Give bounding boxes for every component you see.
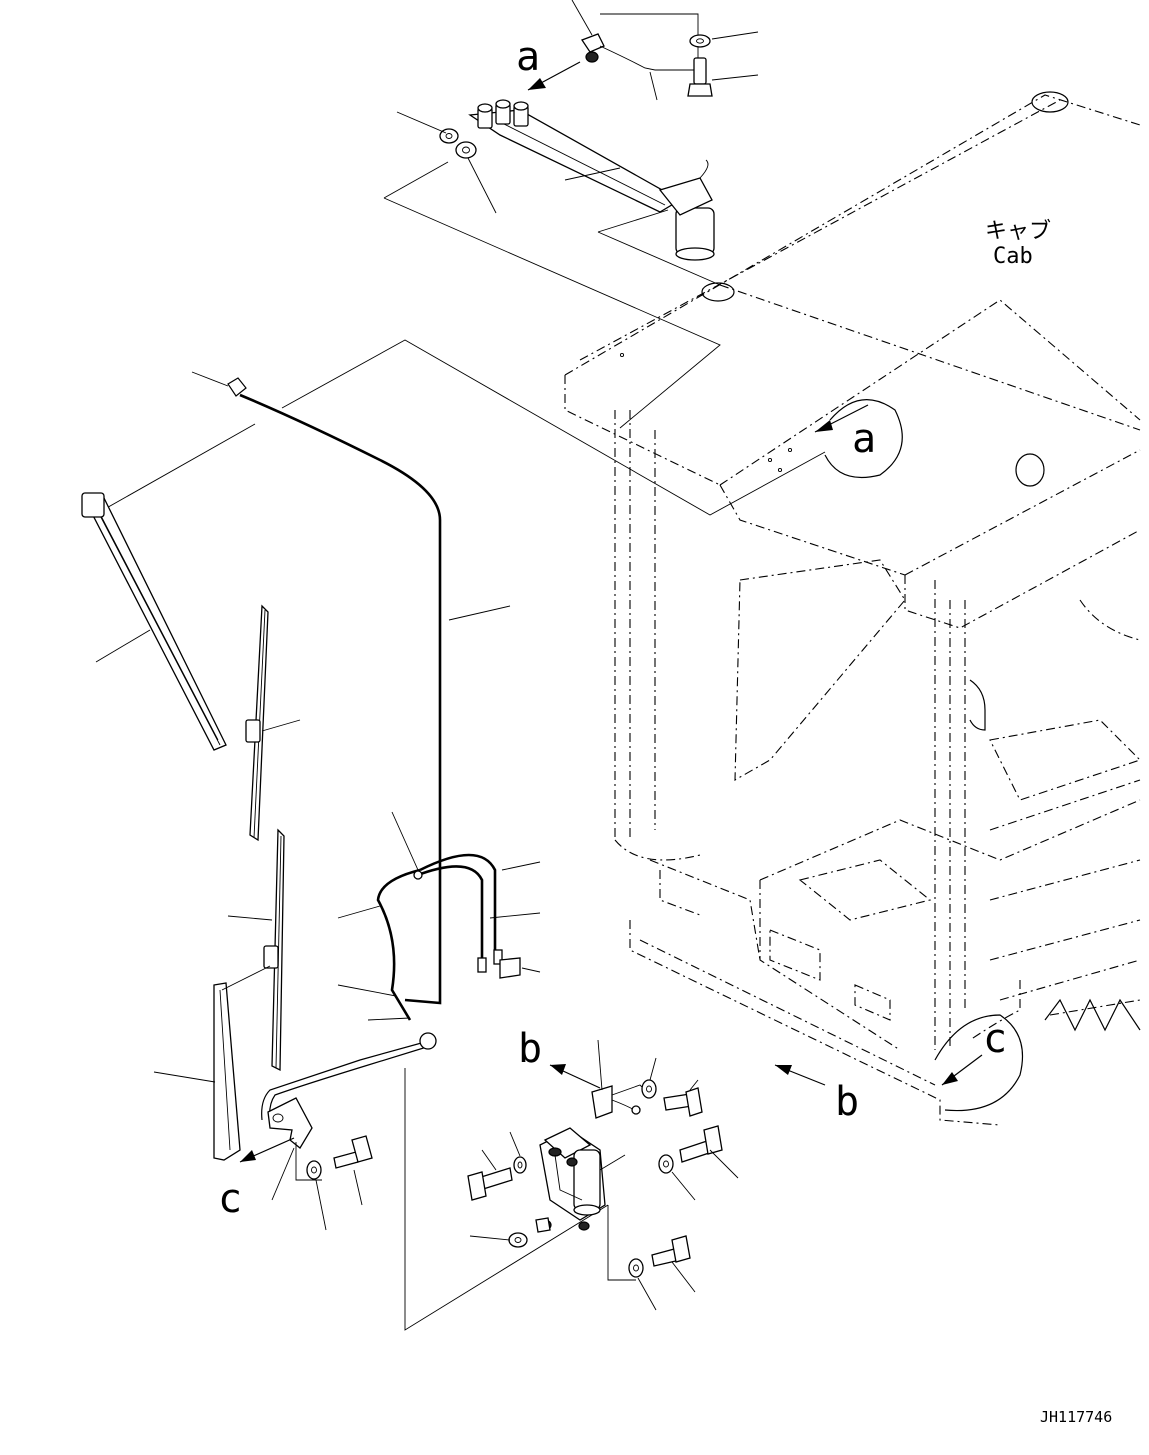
detail-balloon-c bbox=[934, 1014, 1024, 1112]
lower-wiper-blade bbox=[227, 828, 285, 1072]
label-c-left: c bbox=[218, 1176, 242, 1222]
label-c-right: c bbox=[983, 1016, 1007, 1062]
label-a-circle: a bbox=[852, 416, 876, 462]
lower-left-hardware: c bbox=[218, 1097, 373, 1231]
upper-wiper-arm bbox=[81, 492, 227, 751]
lower-wiper-arm bbox=[153, 965, 271, 1161]
cab-label-en: Cab bbox=[993, 244, 1033, 269]
cab-label-jp: キャブ bbox=[985, 219, 1051, 244]
top-wiper-motor-assembly: a bbox=[383, 0, 759, 429]
upper-wiper-blade bbox=[245, 604, 301, 842]
label-b-right: b bbox=[835, 1079, 859, 1125]
washer-hose-assembly bbox=[191, 371, 541, 1021]
label-a-top: a bbox=[516, 34, 540, 80]
lower-wiper-motor-assembly: b bbox=[467, 1026, 739, 1311]
detail-balloon-a bbox=[824, 399, 903, 479]
label-b-left: b bbox=[518, 1026, 542, 1072]
cab-frame bbox=[564, 91, 1142, 1126]
drawing-code: JH117746 bbox=[1040, 1408, 1112, 1426]
